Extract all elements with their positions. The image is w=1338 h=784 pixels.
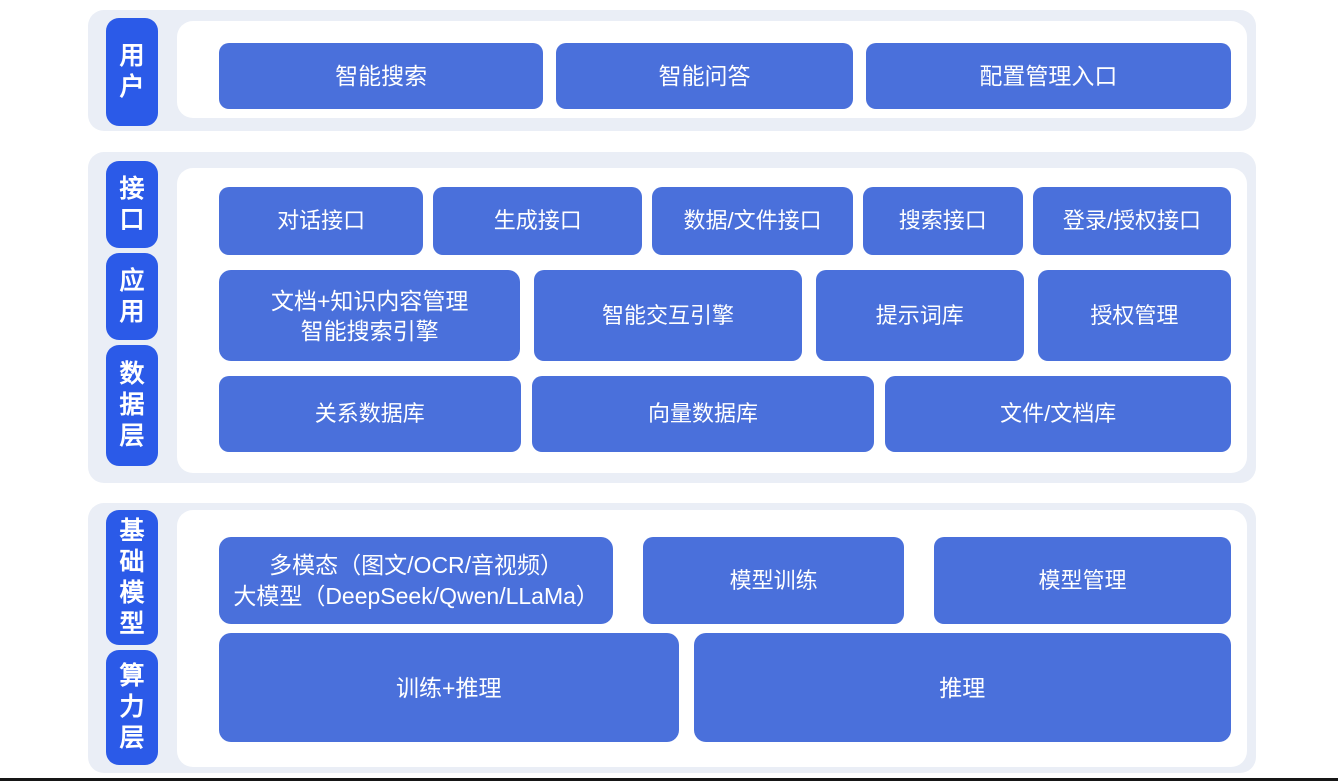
panel-user-layer: 智能搜索 智能问答 配置管理入口: [177, 21, 1247, 118]
box-line: 文档+知识内容管理: [270, 287, 469, 314]
box-inference: 推理: [693, 633, 1232, 742]
layer-label-text: 接口: [119, 174, 145, 234]
box-training-plus-inference: 训练+推理: [219, 633, 679, 742]
layer-label-foundation-model: 基础模型: [106, 510, 158, 645]
box-multimodal-large-model: 多模态（图文/OCR/音视频） 大模型（DeepSeek/Qwen/LLaMa）: [219, 537, 614, 624]
layer-label-text: 用户: [119, 42, 145, 101]
layer-label-text: 算力层: [119, 662, 145, 752]
bottom-rule: [0, 778, 1338, 781]
layer-label-data-layer: 数据层: [106, 345, 158, 466]
box-model-training: 模型训练: [643, 537, 905, 624]
layer-label-interface: 接口: [106, 161, 158, 248]
box-smart-interaction-engine: 智能交互引擎: [534, 270, 802, 361]
box-line: 智能搜索引擎: [300, 317, 439, 344]
box-authorization-management: 授权管理: [1037, 270, 1232, 361]
box-data-file-api: 数据/文件接口: [652, 187, 853, 255]
section-user-layer: 用户 智能搜索 智能问答 配置管理入口: [88, 10, 1256, 131]
layer-label-user: 用户: [106, 18, 158, 126]
box-smart-qa: 智能问答: [556, 43, 853, 109]
section-foundation-compute: 基础模型 算力层 多模态（图文/OCR/音视频） 大模型（DeepSeek/Qw…: [88, 503, 1256, 773]
box-config-management-entry: 配置管理入口: [865, 43, 1231, 109]
box-dialog-api: 对话接口: [219, 187, 424, 255]
panel-interface-app-data: 对话接口 生成接口 数据/文件接口 搜索接口 登录/授权接口 文档+知识内容管理…: [177, 168, 1247, 473]
layer-label-text: 应用: [119, 266, 145, 326]
box-login-auth-api: 登录/授权接口: [1032, 187, 1231, 255]
box-line: 多模态（图文/OCR/音视频）: [269, 551, 564, 578]
box-line: 大模型（DeepSeek/Qwen/LLaMa）: [233, 582, 599, 609]
box-search-api: 搜索接口: [862, 187, 1023, 255]
box-smart-search: 智能搜索: [219, 43, 544, 109]
section-interface-app-data: 接口 应用 数据层 对话接口 生成接口 数据/文件接口 搜索接口 登录/授权接口…: [88, 152, 1256, 483]
layer-label-compute-layer: 算力层: [106, 650, 158, 765]
box-prompt-library: 提示词库: [815, 270, 1024, 361]
layer-label-text: 数据层: [119, 360, 145, 450]
layer-label-application: 应用: [106, 253, 158, 340]
box-vector-database: 向量数据库: [531, 376, 875, 452]
box-model-management: 模型管理: [934, 537, 1232, 624]
box-relational-database: 关系数据库: [219, 376, 521, 452]
box-file-document-store: 文件/文档库: [885, 376, 1231, 452]
layer-label-text: 基础模型: [119, 516, 145, 638]
box-doc-knowledge-search-engine: 文档+知识内容管理 智能搜索引擎: [219, 270, 521, 361]
panel-foundation-compute: 多模态（图文/OCR/音视频） 大模型（DeepSeek/Qwen/LLaMa）…: [177, 510, 1247, 767]
box-generation-api: 生成接口: [433, 187, 643, 255]
